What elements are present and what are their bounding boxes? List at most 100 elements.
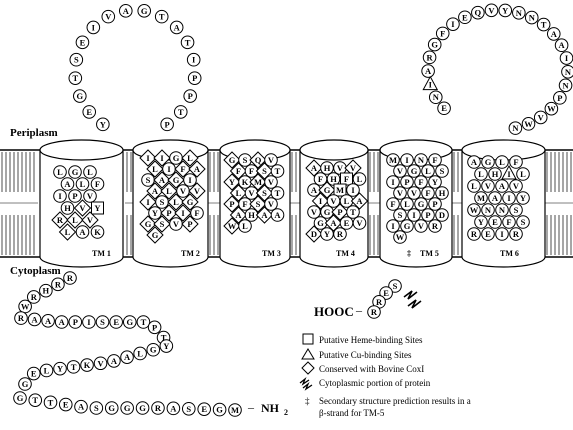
copper-triangle-icon bbox=[301, 348, 315, 360]
residue-circle: G bbox=[104, 401, 119, 415]
svg-text:S: S bbox=[393, 281, 398, 291]
residue-circle: S bbox=[435, 164, 449, 178]
residue-circle: E bbox=[58, 397, 73, 412]
svg-text:D: D bbox=[439, 210, 445, 220]
svg-text:A: A bbox=[111, 356, 118, 366]
residue-diamond: L bbox=[58, 223, 77, 241]
svg-text:I: I bbox=[429, 80, 433, 90]
residue-diamond: L bbox=[229, 184, 248, 202]
svg-text:F: F bbox=[249, 166, 254, 176]
residue-circle: M bbox=[474, 191, 488, 205]
residue-diamond: I bbox=[311, 192, 330, 210]
svg-text:S: S bbox=[262, 166, 267, 176]
residue-circle: L bbox=[83, 165, 97, 179]
tm5-label: TM 5 bbox=[420, 249, 439, 258]
svg-text:I: I bbox=[500, 229, 504, 239]
svg-text:R: R bbox=[57, 215, 64, 225]
svg-text:A: A bbox=[45, 316, 52, 326]
svg-text:E: E bbox=[63, 400, 69, 410]
svg-text:L: L bbox=[499, 157, 505, 167]
residue-circle: D bbox=[435, 208, 449, 222]
cytoplasmic-marker-icon bbox=[403, 290, 422, 309]
residue-circle: W bbox=[544, 101, 559, 116]
residue-circle: V bbox=[407, 186, 421, 200]
residue-diamond: A bbox=[188, 160, 206, 178]
svg-text:L: L bbox=[344, 196, 350, 206]
residue-circle: R bbox=[467, 227, 481, 241]
svg-text:M: M bbox=[231, 405, 239, 415]
residue-circle: T bbox=[43, 395, 58, 410]
residue-circle: I bbox=[186, 52, 201, 67]
svg-text:I: I bbox=[507, 169, 511, 179]
residue-circle: P bbox=[421, 208, 435, 222]
svg-text:I: I bbox=[192, 55, 196, 65]
legend-secondary-1: Secondary structure prediction results i… bbox=[319, 396, 471, 406]
residue-circle: A bbox=[270, 208, 285, 222]
residue-circle: I bbox=[183, 173, 197, 187]
svg-text:A: A bbox=[235, 210, 242, 220]
svg-text:W: W bbox=[524, 119, 533, 129]
svg-text:G: G bbox=[324, 185, 331, 195]
residue-circle: V bbox=[307, 205, 321, 219]
residue-circle: R bbox=[422, 50, 437, 65]
svg-text:A: A bbox=[559, 40, 566, 50]
residue-circle: I bbox=[346, 183, 360, 197]
svg-text:G: G bbox=[216, 405, 223, 415]
svg-text:E: E bbox=[31, 369, 37, 379]
svg-text:A: A bbox=[64, 179, 71, 189]
svg-text:I: I bbox=[188, 175, 192, 185]
svg-text:V: V bbox=[180, 186, 187, 196]
legend: Putative Heme-binding Sites Putative Cu-… bbox=[299, 333, 471, 418]
svg-text:L: L bbox=[187, 153, 193, 163]
residue-diamond: A bbox=[255, 206, 274, 224]
svg-text:L: L bbox=[57, 167, 63, 177]
svg-text:L: L bbox=[236, 188, 242, 198]
svg-text:G: G bbox=[108, 403, 115, 413]
residue-triangle: I bbox=[501, 164, 517, 180]
svg-text:S: S bbox=[74, 55, 79, 65]
residue-circle: A bbox=[27, 312, 42, 327]
svg-text:A: A bbox=[79, 227, 86, 237]
residue-circle: I bbox=[386, 175, 400, 189]
residue-circle: V bbox=[169, 217, 183, 231]
svg-text:F: F bbox=[242, 199, 247, 209]
svg-text:S: S bbox=[146, 175, 151, 185]
svg-text:M: M bbox=[254, 177, 262, 187]
svg-text:R: R bbox=[55, 279, 62, 289]
residue-circle: V bbox=[352, 216, 367, 230]
svg-text:V: V bbox=[337, 163, 344, 173]
residue-circle: G bbox=[68, 165, 82, 179]
svg-text:A: A bbox=[425, 66, 432, 76]
residue-circle: P bbox=[68, 315, 83, 329]
svg-text:W: W bbox=[547, 104, 556, 114]
residue-circle: T bbox=[346, 205, 360, 219]
residue-diamond: A bbox=[305, 159, 323, 177]
svg-text:S: S bbox=[160, 197, 165, 207]
residue-circle: H bbox=[435, 186, 449, 200]
residue-circle: F bbox=[509, 155, 523, 169]
svg-text:Y: Y bbox=[152, 208, 158, 218]
svg-text:A: A bbox=[274, 210, 281, 220]
svg-text:P: P bbox=[152, 322, 157, 332]
residue-circle: G bbox=[135, 401, 150, 415]
residue-circle: G bbox=[212, 402, 227, 417]
svg-text:P: P bbox=[432, 199, 437, 209]
svg-text:S: S bbox=[186, 404, 191, 414]
residue-circle: F bbox=[435, 26, 450, 41]
svg-text:V: V bbox=[397, 188, 404, 198]
svg-text:L: L bbox=[471, 181, 477, 191]
residue-circle: T bbox=[28, 393, 43, 407]
residue-circle: L bbox=[400, 197, 414, 211]
residue-circle: I bbox=[502, 191, 516, 205]
svg-text:T: T bbox=[159, 12, 165, 22]
residue-circle: Y bbox=[320, 227, 334, 241]
svg-text:G: G bbox=[404, 221, 411, 231]
residue-circle: S bbox=[393, 208, 407, 222]
residue-circle: F bbox=[428, 153, 442, 167]
residue-circle: L bbox=[133, 346, 147, 361]
tm5-dagger: ‡ bbox=[407, 249, 411, 258]
residue-circle: R bbox=[14, 311, 28, 325]
svg-text:M: M bbox=[336, 185, 344, 195]
residue-circle: M bbox=[386, 153, 400, 167]
